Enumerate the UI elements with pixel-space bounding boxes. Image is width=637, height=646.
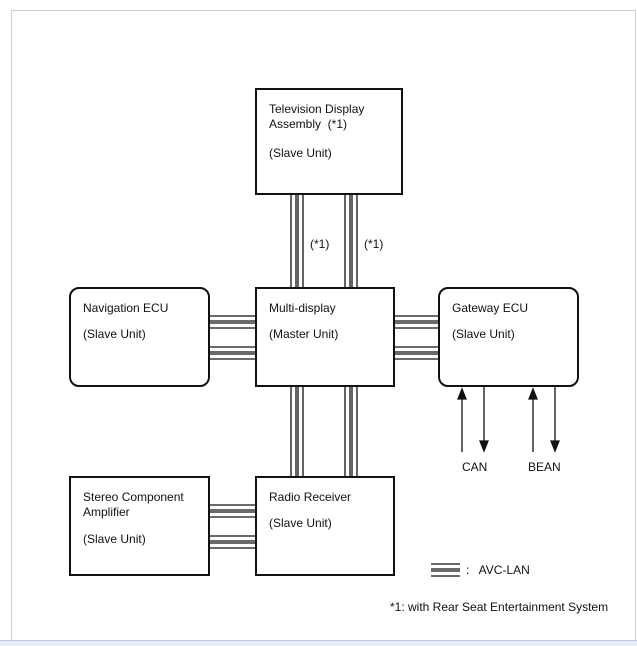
node-nav-name: Navigation ECU: [83, 301, 169, 315]
node-gateway-role: (Slave Unit): [452, 327, 515, 341]
can-arrow-up: [457, 387, 467, 452]
node-radio-role: (Slave Unit): [269, 516, 332, 530]
node-gateway-name: Gateway ECU: [452, 301, 529, 315]
node-radio-name: Radio Receiver: [269, 490, 352, 504]
node-television-display: Television Display Assembly (*1) (Slave …: [255, 88, 403, 195]
bean-arrow-up: [528, 387, 538, 452]
bean-arrow-down: [550, 387, 560, 453]
node-multi-role: (Master Unit): [269, 327, 339, 341]
footnote: *1: with Rear Seat Entertainment System: [390, 600, 609, 614]
node-nav-role: (Slave Unit): [83, 327, 146, 341]
node-navigation-ecu: Navigation ECU (Slave Unit): [69, 287, 210, 387]
node-stereo-name-line1: Stereo Component: [83, 490, 184, 504]
legend-symbol: [431, 563, 460, 577]
link-tv-multi-right: [344, 194, 358, 288]
node-multi-name: Multi-display: [269, 301, 336, 315]
link-multi-radio-left: [290, 386, 304, 477]
node-tv-name-line2: Assembly (*1): [269, 117, 348, 131]
bottom-strip: [0, 640, 637, 646]
node-gateway-ecu: Gateway ECU (Slave Unit): [438, 287, 579, 387]
bus-label-can: CAN: [462, 460, 488, 474]
node-tv-role: (Slave Unit): [269, 146, 332, 160]
link-label-tv-left: (*1): [310, 237, 330, 251]
link-stereo-radio: [209, 504, 256, 549]
can-arrow-down: [479, 387, 489, 453]
link-multi-gateway: [394, 315, 439, 360]
diagram-frame: [11, 10, 636, 642]
link-nav-multi: [209, 315, 256, 360]
link-label-tv-right: (*1): [364, 237, 384, 251]
node-stereo-amplifier: Stereo Component Amplifier (Slave Unit): [69, 476, 210, 576]
node-stereo-role: (Slave Unit): [83, 532, 146, 546]
bus-label-bean: BEAN: [528, 460, 561, 474]
node-tv-name-line1: Television Display: [269, 102, 365, 116]
link-multi-radio-right: [344, 386, 358, 477]
node-stereo-name-line2: Amplifier: [83, 505, 130, 519]
node-radio-receiver: Radio Receiver (Slave Unit): [255, 476, 395, 576]
node-multi-display: Multi-display (Master Unit): [255, 287, 395, 387]
legend-text: : AVC-LAN: [466, 563, 530, 577]
link-tv-multi-left: [290, 194, 304, 288]
